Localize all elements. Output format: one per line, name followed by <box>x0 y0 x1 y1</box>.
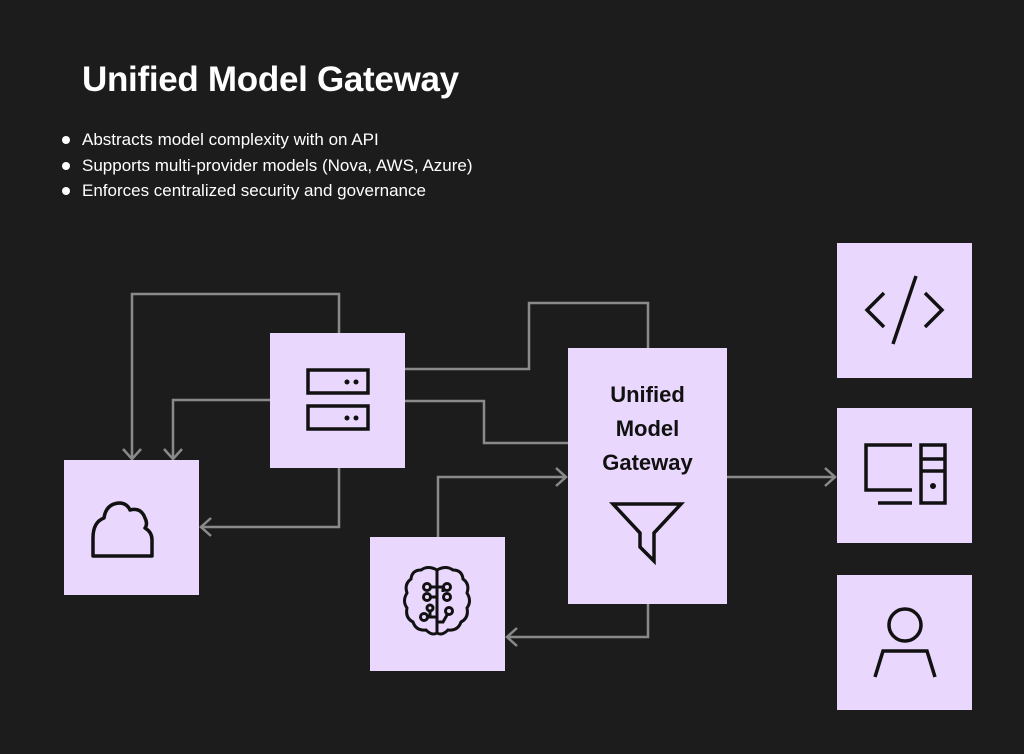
arrowhead <box>122 448 142 461</box>
code-icon <box>864 275 945 345</box>
brain-node <box>370 537 505 671</box>
cloud-icon <box>91 501 154 558</box>
arrowhead <box>505 627 518 647</box>
arrowhead <box>555 467 568 487</box>
connector-server-to-gateway-top <box>405 301 650 371</box>
connector-brain-to-gateway <box>436 475 566 537</box>
arrowhead <box>824 467 837 487</box>
page-title: Unified Model Gateway <box>82 60 459 99</box>
code-node <box>837 243 972 378</box>
gateway-label: Unified Model Gateway <box>568 378 727 480</box>
connector-server-to-gateway-side <box>405 399 568 445</box>
connector-gateway-to-brain <box>507 604 650 639</box>
computer-node <box>837 408 972 543</box>
funnel-icon <box>608 502 686 566</box>
connector-server-to-cloud-left <box>171 398 270 459</box>
user-icon <box>873 607 937 678</box>
gateway-node: Unified Model Gateway <box>568 348 727 604</box>
bullet-item: Abstracts model complexity with on API <box>62 127 473 153</box>
bullet-list: Abstracts model complexity with on API S… <box>62 127 473 204</box>
server-icon <box>306 368 370 431</box>
connector-server-to-cloud-bottom <box>201 468 341 529</box>
arrowhead <box>199 517 212 537</box>
bullet-item: Supports multi-provider models (Nova, AW… <box>62 153 473 179</box>
arrowhead <box>163 448 183 461</box>
computer-icon <box>864 443 947 505</box>
gateway-label-line: Model <box>615 416 680 441</box>
server-node <box>270 333 405 468</box>
gateway-label-line: Unified <box>610 382 685 407</box>
bullet-item: Enforces centralized security and govern… <box>62 178 473 204</box>
brain-icon <box>403 566 471 636</box>
gateway-label-line: Gateway <box>602 450 693 475</box>
user-node <box>837 575 972 710</box>
cloud-node <box>64 460 199 595</box>
connector-server-to-cloud-top <box>130 292 341 459</box>
